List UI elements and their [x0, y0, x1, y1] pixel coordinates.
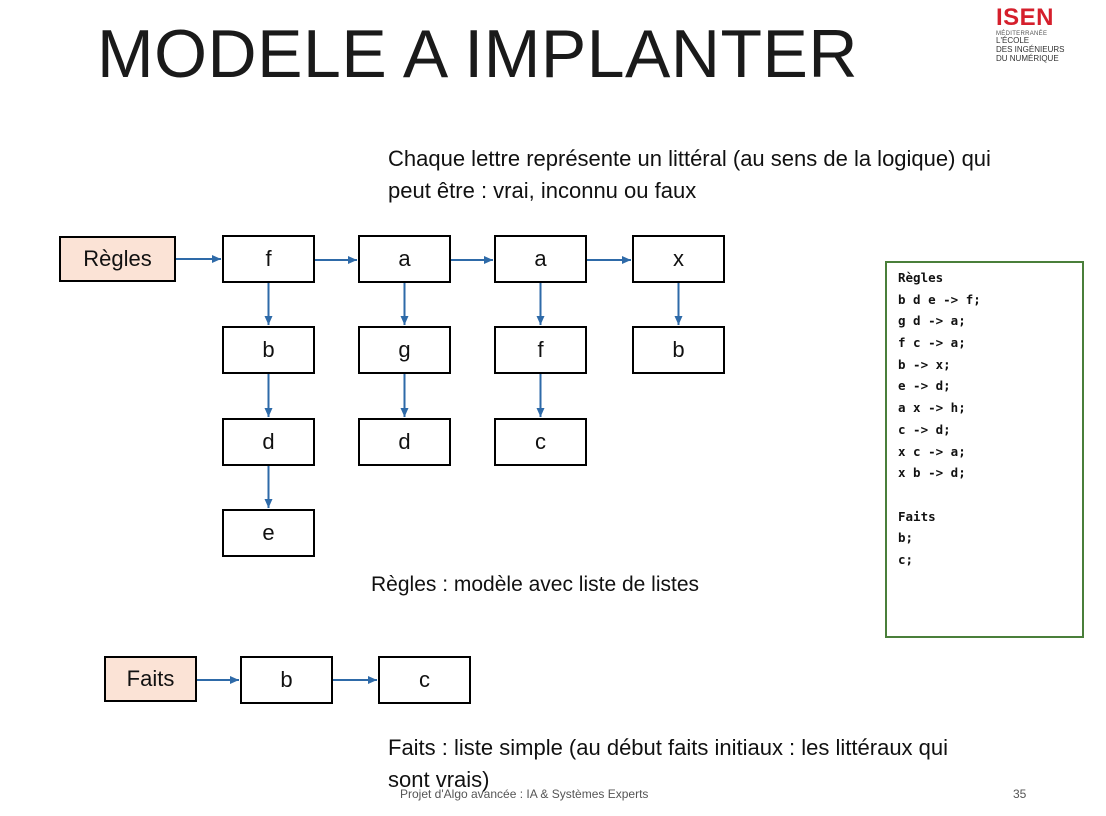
code-line: b -> x; — [898, 356, 951, 372]
code-line: g d -> a; — [898, 313, 966, 329]
code-line — [898, 484, 1082, 506]
logo-brand: ISEN — [996, 4, 1055, 31]
rule-premise-node: b — [222, 326, 315, 374]
logo-tagline-line: DU NUMÉRIQUE — [996, 53, 1059, 63]
code-line: x c -> a; — [898, 443, 966, 459]
logo-tagline-line: DES INGÉNIEURS — [996, 44, 1065, 54]
rule-conclusion-node: x — [632, 235, 725, 283]
code-line: c; — [898, 551, 914, 567]
rule-premise-node: d — [358, 418, 451, 466]
slide-footer: Projet d'Algo avancée : IA & Systèmes Ex… — [400, 787, 649, 801]
slide-title: MODELE A IMPLANTER — [97, 16, 858, 92]
code-line: x b -> d; — [898, 465, 966, 481]
code-line: b; — [898, 530, 914, 546]
isen-logo: ISEN MÉDITERRANÉE L'ÉCOLE DES INGÉNIEURS… — [996, 6, 1096, 63]
rules-list-head: Règles — [59, 236, 176, 282]
rule-conclusion-node: f — [222, 235, 315, 283]
code-line: f c -> a; — [898, 335, 966, 351]
code-line: e -> d; — [898, 378, 951, 394]
rules-caption: Règles : modèle avec liste de listes — [371, 573, 699, 596]
logo-tagline-line: L'ÉCOLE — [996, 36, 1030, 45]
intro-text: Chaque lettre représente un littéral (au… — [388, 146, 991, 203]
fact-node: c — [378, 656, 471, 704]
rule-conclusion-node: a — [358, 235, 451, 283]
rule-premise-node: f — [494, 326, 587, 374]
code-line: Faits — [898, 508, 936, 524]
rule-premise-node: b — [632, 326, 725, 374]
logo-region: MÉDITERRANÉE — [996, 31, 1048, 37]
rule-premise-node: d — [222, 418, 315, 466]
code-line: c -> d; — [898, 421, 951, 437]
page-number: 35 — [1013, 787, 1027, 801]
code-line: b d e -> f; — [898, 291, 981, 307]
rules-facts-code-box: Règles b d e -> f; g d -> a; f c -> a; b… — [885, 261, 1084, 638]
rule-premise-node: e — [222, 509, 315, 557]
rule-premise-node: g — [358, 326, 451, 374]
rule-premise-node: c — [494, 418, 587, 466]
rule-conclusion-node: a — [494, 235, 587, 283]
facts-list-head: Faits — [104, 656, 197, 702]
code-line: a x -> h; — [898, 400, 966, 416]
facts-caption: Faits : liste simple (au début faits ini… — [388, 735, 949, 792]
fact-node: b — [240, 656, 333, 704]
code-line: Règles — [898, 270, 944, 285]
